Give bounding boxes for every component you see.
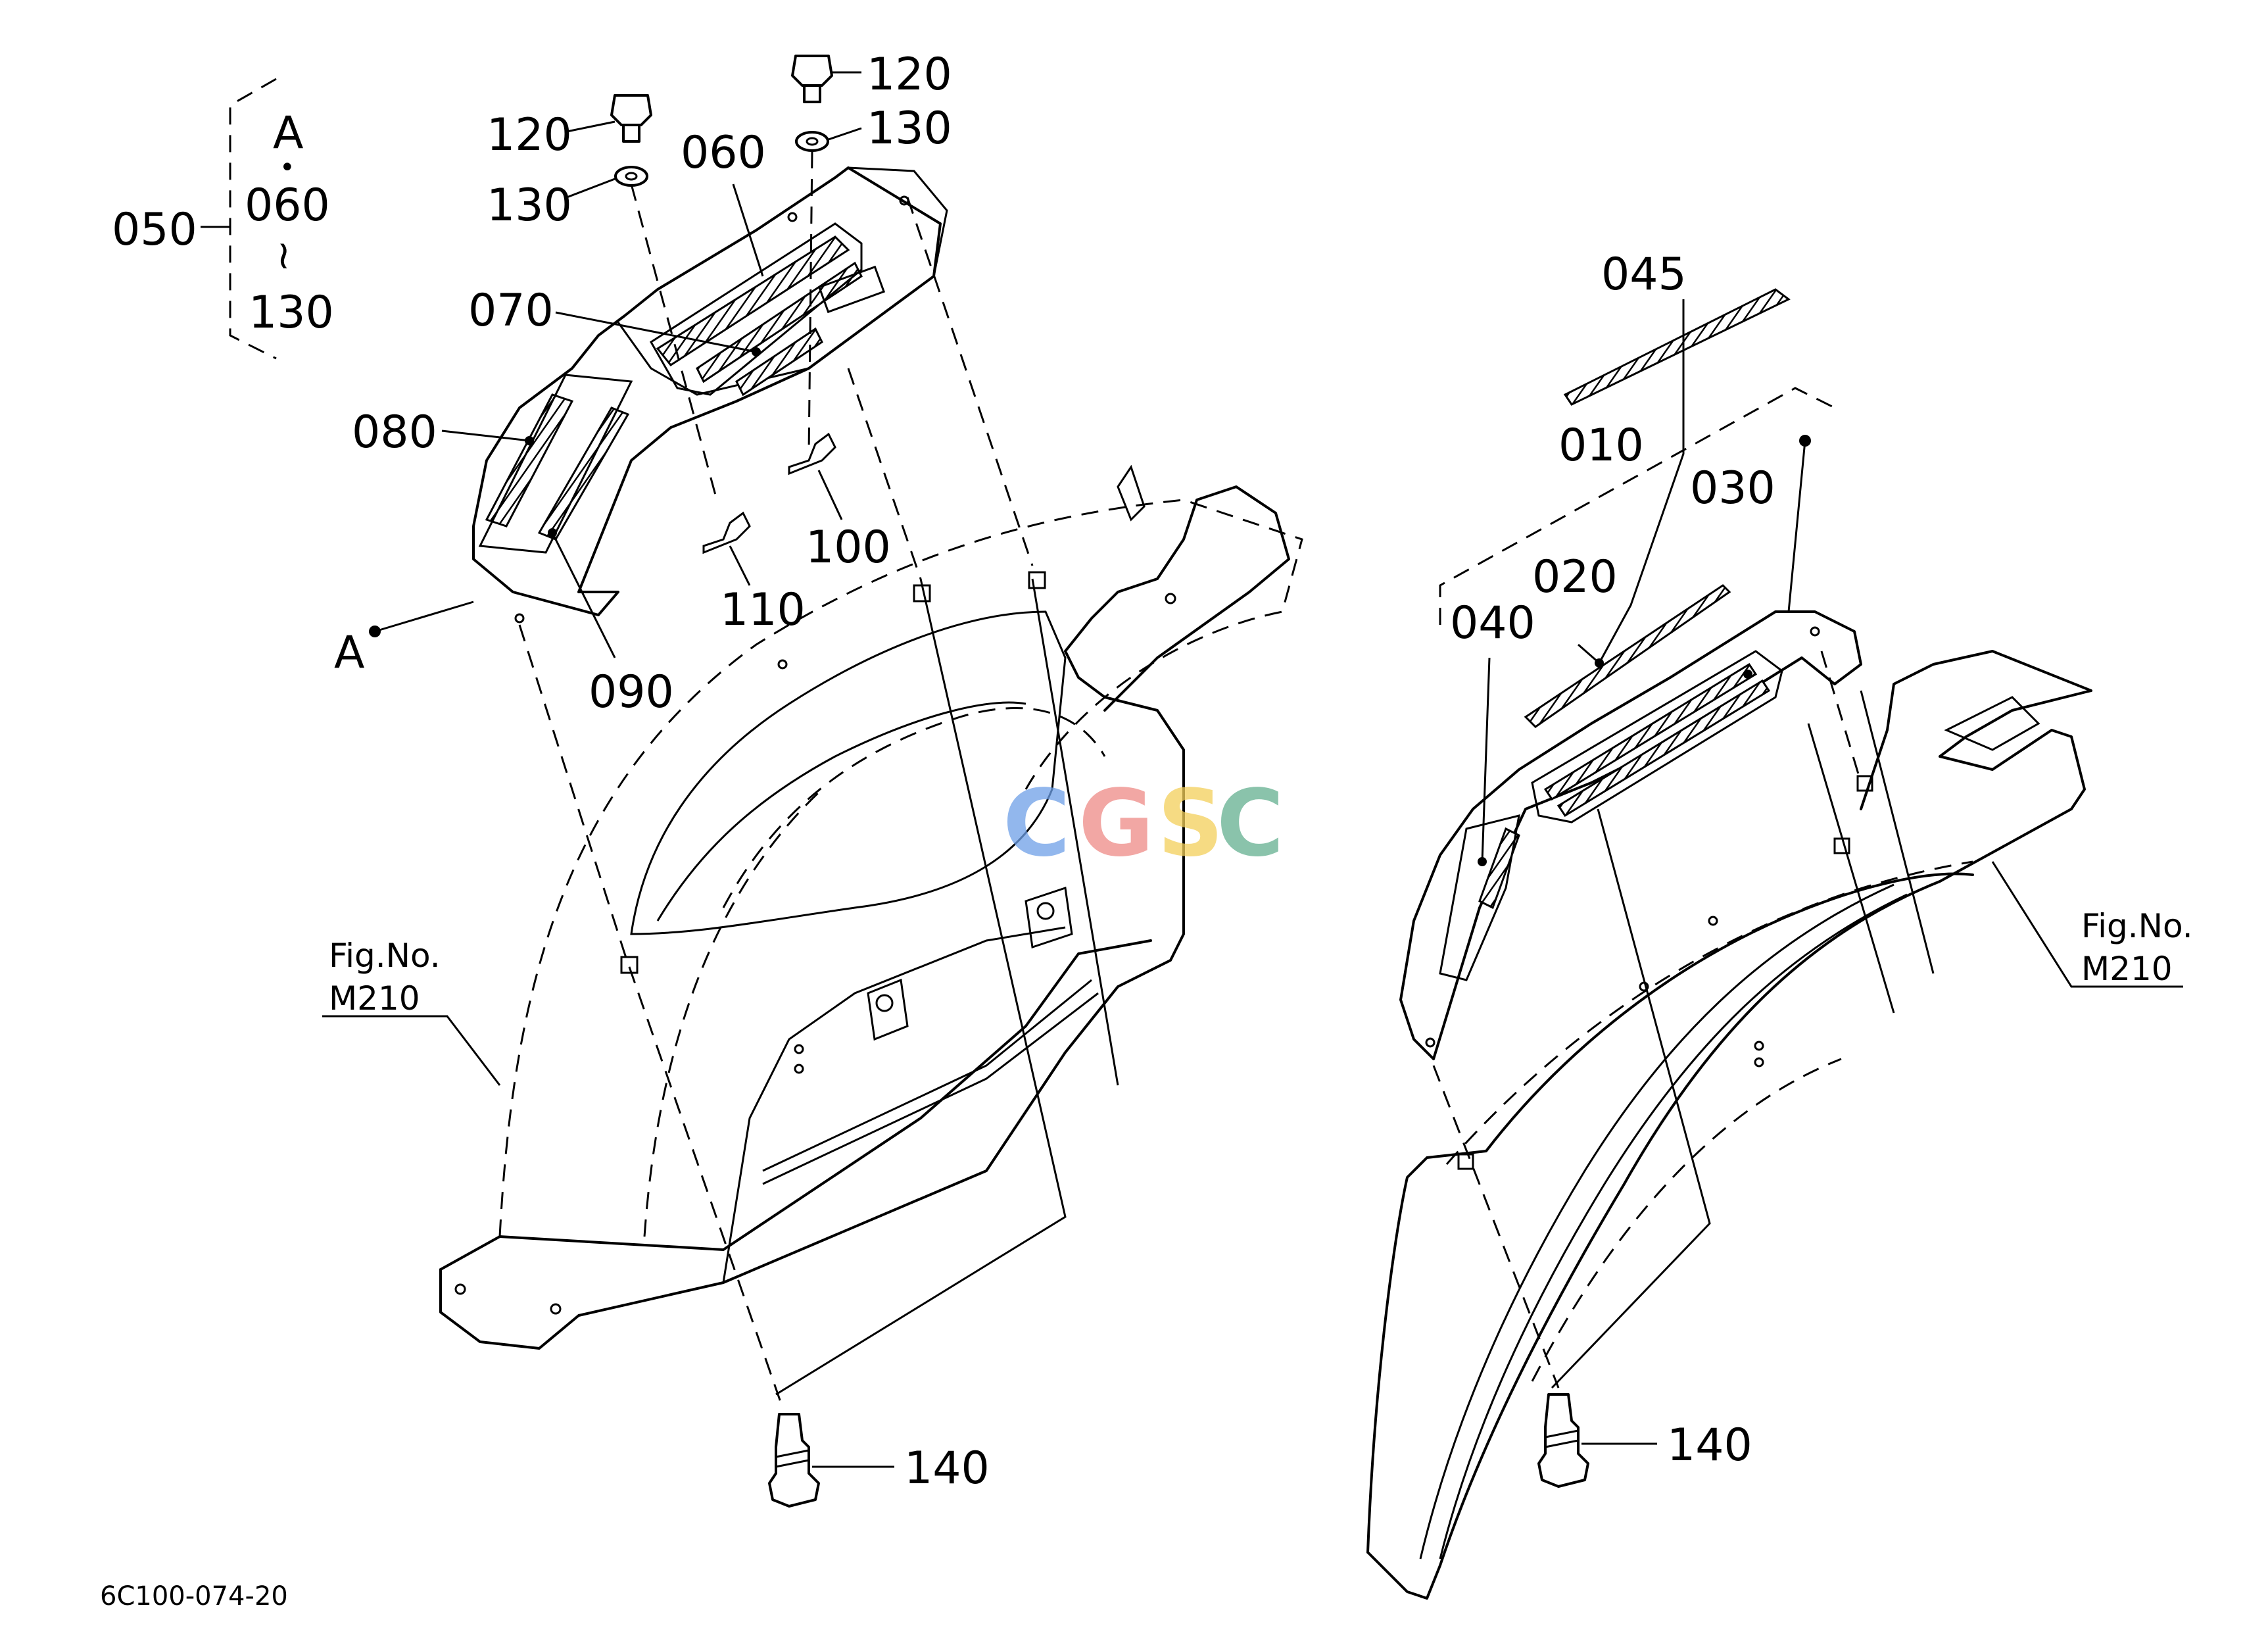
left-fender-outline bbox=[498, 499, 1303, 1237]
callout-120-left: 120 bbox=[487, 109, 572, 161]
watermark-letter-c: C bbox=[1003, 770, 1071, 877]
bolt-120-left bbox=[610, 94, 652, 143]
callout-110: 110 bbox=[720, 584, 806, 636]
clip-110 bbox=[702, 511, 751, 554]
bracket-label-060: 060 bbox=[245, 180, 330, 232]
callout-010: 010 bbox=[1558, 420, 1644, 472]
marker-a: A bbox=[334, 627, 365, 679]
ref-fig-no-left: M210 bbox=[329, 979, 420, 1018]
ref-fig-no-right: M210 bbox=[2081, 950, 2173, 988]
callout-030: 030 bbox=[1690, 462, 1775, 514]
callout-100: 100 bbox=[806, 522, 891, 574]
bracket-tilde: ≀ bbox=[276, 232, 291, 278]
bolt-140-right bbox=[1537, 1393, 1589, 1488]
strip-045 bbox=[1563, 288, 1791, 406]
callout-060: 060 bbox=[681, 127, 766, 179]
left-top-cover bbox=[472, 166, 942, 616]
watermark-letter-c2: C bbox=[1217, 770, 1284, 877]
bolt-120-right bbox=[791, 55, 833, 103]
washer-130-left bbox=[614, 166, 648, 187]
clip-100 bbox=[788, 432, 836, 476]
left-fender-assembly bbox=[439, 55, 1303, 1508]
callout-050: 050 bbox=[112, 204, 197, 256]
callout-130-right: 130 bbox=[867, 103, 952, 155]
ref-fig-left: Fig.No. bbox=[329, 937, 441, 975]
right-top-cover bbox=[1399, 610, 1862, 1060]
right-fender-body bbox=[1366, 650, 2092, 1600]
ref-fig-right: Fig.No. bbox=[2081, 907, 2193, 945]
left-fender-bowl bbox=[630, 610, 1067, 935]
bracket-label-130: 130 bbox=[249, 287, 334, 339]
leader-lines bbox=[201, 71, 2183, 1468]
watermark-letter-g: G bbox=[1078, 770, 1154, 877]
callout-120-right: 120 bbox=[867, 49, 952, 101]
callout-070: 070 bbox=[468, 285, 554, 337]
callout-090: 090 bbox=[589, 666, 674, 718]
strip-020 bbox=[1524, 584, 1731, 728]
callout-140-right: 140 bbox=[1667, 1419, 1752, 1471]
callout-130-left: 130 bbox=[487, 180, 572, 232]
callout-140-left: 140 bbox=[904, 1442, 990, 1494]
left-bracket-1 bbox=[867, 978, 909, 1041]
left-fender-body bbox=[439, 485, 1290, 1350]
bracket-dot: • bbox=[279, 153, 295, 183]
drawing-code: 6C100-074-20 bbox=[100, 1581, 288, 1611]
right-fender-assembly bbox=[1366, 288, 2092, 1600]
callout-045: 045 bbox=[1601, 249, 1687, 301]
left-bracket-2 bbox=[1025, 887, 1073, 948]
watermark: C G S C bbox=[1003, 770, 1284, 877]
watermark-letter-s: S bbox=[1157, 770, 1224, 877]
bracket-label-a: A bbox=[273, 107, 304, 159]
callout-020: 020 bbox=[1532, 551, 1618, 603]
callout-040: 040 bbox=[1450, 597, 1535, 649]
washer-130-right bbox=[795, 131, 829, 152]
callout-080: 080 bbox=[352, 406, 437, 458]
bolt-140-left bbox=[768, 1413, 820, 1508]
callout-labels: 050 A • 060 ≀ 130 120 130 120 130 060 07… bbox=[100, 49, 2193, 1611]
